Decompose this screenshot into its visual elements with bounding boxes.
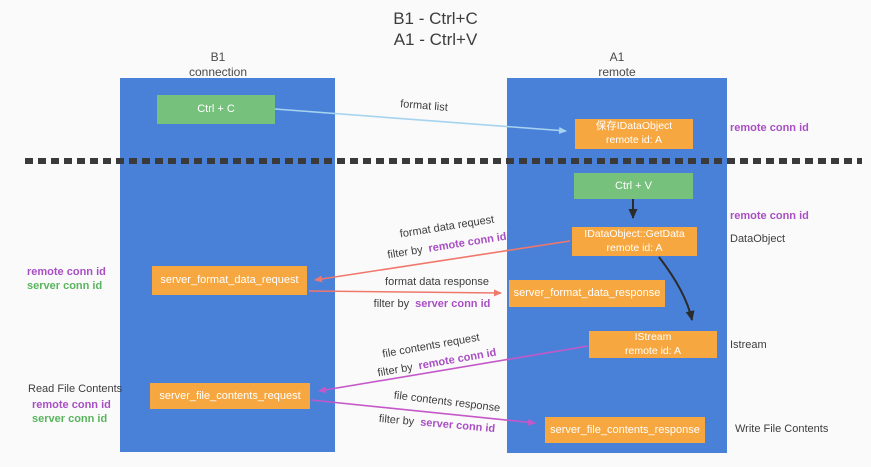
lane-a1-name: A1 [609,50,625,64]
annotation-server-conn-id-left-bottom: server conn id [32,413,108,425]
lane-header-b1: B1 connection [189,50,247,80]
node-server-file-contents-response-label: server_file_contents_response [550,423,700,436]
annotation-server-conn-id-left-mid: server conn id [27,280,103,292]
title-line-2: A1 - Ctrl+V [393,30,478,50]
node-idataobject-getdata: IDataObject::GetData remote id: A [572,227,697,256]
node-getdata-line2: remote id: A [606,241,663,254]
remote-conn-id-filter-1: remote conn id [427,230,508,255]
node-ctrl-c-label: Ctrl + C [197,103,235,116]
node-save-idataobject-line2: remote id: A [605,134,663,146]
annotation-istream: Istream [730,339,767,351]
node-ctrl-c: Ctrl + C [157,95,275,124]
node-server-file-contents-request: server_file_contents_request [150,383,310,409]
lane-a1-role: remote [598,65,636,79]
format-data-response-arrow [308,289,502,297]
annotation-remote-conn-id-mid: remote conn id [730,210,809,222]
node-ctrl-v: Ctrl + V [574,173,693,199]
node-server-format-data-request: server_format_data_request [152,266,307,295]
annotation-remote-conn-id-left-bottom: remote conn id [32,399,111,411]
server-conn-id-filter-2: server conn id [419,416,496,436]
lane-b1-role: connection [188,65,248,79]
node-server-format-data-response-label: server_format_data_response [513,287,661,300]
node-getdata-line1: IDataObject::GetData [584,227,685,240]
annotation-remote-conn-id-left-mid: remote conn id [27,266,106,278]
node-server-file-contents-response: server_file_contents_response [545,417,705,443]
node-save-idataobject: 保存IDataObject remote id: A [575,119,693,149]
filter-by-text-3: filter by [376,361,414,380]
annotation-remote-conn-id-top: remote conn id [730,122,809,134]
node-istream-line2: remote id: A [624,344,682,357]
label-format-list: format list [399,98,449,114]
filter-by-text-1: filter by [386,243,424,262]
section-divider-dashed-line [25,158,862,164]
server-conn-id-filter-1: server conn id [415,298,491,310]
node-save-idataobject-line1: 保存IDataObject [595,120,673,133]
node-server-file-contents-request-label: server_file_contents_request [159,389,301,402]
title-line-1: B1 - Ctrl+C [393,9,478,28]
filter-by-text-2: filter by [373,298,410,310]
label-format-data-response: format data response [385,276,489,288]
lane-header-a1: A1 remote [598,50,635,80]
label-filter-server-1: filter by server conn id [374,298,491,310]
label-file-contents-response: file contents response [393,389,501,415]
node-istream: IStream remote id: A [589,331,717,358]
label-filter-server-2: filter by server conn id [378,413,495,435]
diagram-title: B1 - Ctrl+C A1 - Ctrl+V [0,8,871,51]
annotation-write-file-contents: Write File Contents [735,423,829,435]
annotation-dataobject: DataObject [730,233,786,245]
annotation-read-file-contents: Read File Contents [28,383,123,395]
node-server-format-data-request-label: server_format_data_request [160,274,299,287]
node-ctrl-v-label: Ctrl + V [615,179,652,192]
lane-b1-name: B1 [210,50,226,64]
node-server-format-data-response: server_format_data_response [509,280,665,307]
node-istream-line1: IStream [634,330,672,343]
filter-by-text-4: filter by [378,412,415,428]
